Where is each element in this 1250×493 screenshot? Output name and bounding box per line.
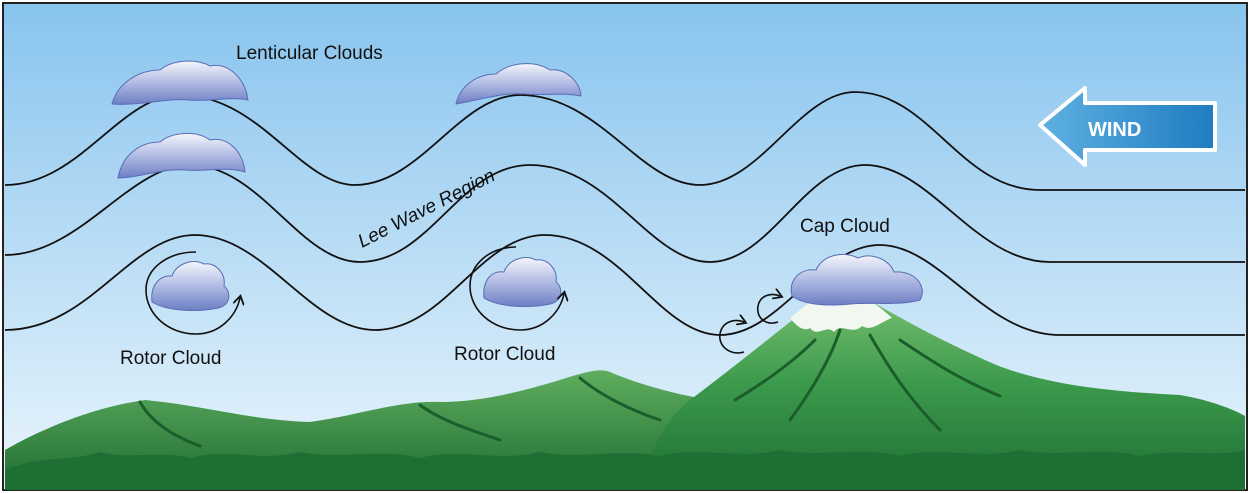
- circular-arrow-icon: [469, 246, 564, 331]
- foreground-foliage: [5, 450, 1245, 490]
- rotor-cloud-right-label: Rotor Cloud: [454, 344, 555, 365]
- rotor-cloud-left: [145, 251, 240, 335]
- streamline-bottom: [4, 234, 1245, 336]
- mountain-ridges: [138, 328, 1002, 448]
- cap-cloud-label: Cap Cloud: [800, 216, 890, 237]
- circular-arrow-icon: [756, 294, 780, 324]
- circular-arrow-icon: [719, 321, 744, 354]
- lenticular-cloud-lower-left: [117, 133, 246, 179]
- circular-arrow-icon: [145, 251, 240, 335]
- rotor-cloud-right: [469, 246, 564, 331]
- mountain-range: [5, 294, 1245, 490]
- lenticular-cloud-center: [455, 63, 582, 105]
- left-arrow-icon: [1038, 86, 1217, 167]
- lenticular-cloud-upper-left: [111, 60, 249, 105]
- wind-arrow: WIND: [1038, 86, 1217, 167]
- cap-cloud: [790, 254, 923, 306]
- rotor-cloud-left-label: Rotor Cloud: [120, 348, 221, 369]
- wind-label: WIND: [1088, 119, 1141, 141]
- lenticular-clouds-label: Lenticular Clouds: [236, 43, 383, 64]
- main-peak: [640, 296, 1245, 490]
